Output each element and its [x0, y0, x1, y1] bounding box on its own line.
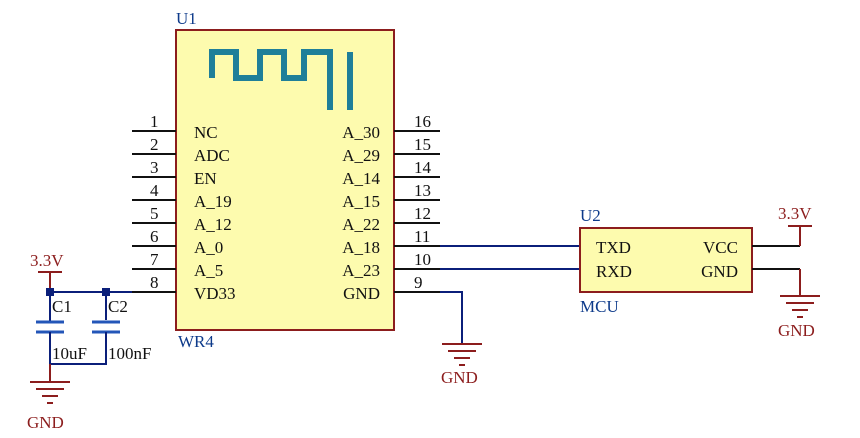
u1-part-label: WR4 — [178, 332, 214, 351]
capacitor-c2[interactable]: C2 100nF — [50, 297, 151, 365]
svg-text:GND: GND — [778, 321, 815, 340]
junction-dot-c2 — [102, 288, 110, 296]
u1-pin-16[interactable]: 16 A_30 — [342, 112, 440, 142]
u1-pin-9[interactable]: 9 GND — [343, 273, 440, 303]
svg-text:C2: C2 — [108, 297, 128, 316]
svg-text:12: 12 — [414, 204, 431, 223]
wire-u1-gnd[interactable] — [440, 291, 463, 344]
svg-text:A_22: A_22 — [342, 215, 380, 234]
svg-text:11: 11 — [414, 227, 430, 246]
u1-pin-4[interactable]: 4 A_19 — [132, 181, 232, 211]
svg-text:100nF: 100nF — [108, 344, 151, 363]
svg-text:C1: C1 — [52, 297, 72, 316]
capacitor-c1[interactable]: C1 10uF — [36, 292, 87, 364]
svg-text:A_0: A_0 — [194, 238, 223, 257]
vcc-symbol-right[interactable]: 3.3V — [778, 204, 812, 246]
u1-pin-11[interactable]: 11 A_18 — [342, 227, 440, 257]
svg-text:A_30: A_30 — [342, 123, 380, 142]
vcc-symbol-left[interactable]: 3.3V — [30, 251, 64, 292]
svg-text:14: 14 — [414, 158, 432, 177]
u1-pin-7[interactable]: 7 A_5 — [132, 250, 223, 280]
u2-body[interactable] — [579, 227, 753, 293]
u1-pin-3[interactable]: 3 EN — [132, 158, 217, 188]
u1-pin-2[interactable]: 2 ADC — [132, 135, 230, 165]
svg-text:2: 2 — [150, 135, 159, 154]
svg-text:A_23: A_23 — [342, 261, 380, 280]
svg-text:4: 4 — [150, 181, 159, 200]
svg-text:A_5: A_5 — [194, 261, 223, 280]
svg-text:8: 8 — [150, 273, 159, 292]
svg-text:6: 6 — [150, 227, 159, 246]
svg-text:5: 5 — [150, 204, 159, 223]
u1-pin-1[interactable]: 1 NC — [132, 112, 218, 142]
u1-pin-12[interactable]: 12 A_22 — [342, 204, 440, 234]
svg-text:7: 7 — [150, 250, 159, 269]
u1-pin-10[interactable]: 10 A_23 — [342, 250, 440, 280]
svg-text:3.3V: 3.3V — [30, 251, 64, 270]
svg-text:A_18: A_18 — [342, 238, 380, 257]
u2-pin-gnd: GND — [701, 262, 738, 281]
svg-text:16: 16 — [414, 112, 431, 131]
u1-pin-14[interactable]: 14 A_14 — [342, 158, 440, 188]
svg-text:VD33: VD33 — [194, 284, 236, 303]
svg-text:1: 1 — [150, 112, 159, 131]
gnd-symbol-left[interactable]: GND — [27, 364, 70, 432]
svg-text:10uF: 10uF — [52, 344, 87, 363]
svg-text:13: 13 — [414, 181, 431, 200]
u1-left-pins: 1 NC 2 ADC 3 EN 4 A_19 5 A_12 6 A_0 — [132, 112, 236, 303]
svg-text:10: 10 — [414, 250, 431, 269]
gnd-symbol-right[interactable]: GND — [778, 269, 820, 340]
svg-text:ADC: ADC — [194, 146, 230, 165]
svg-text:NC: NC — [194, 123, 218, 142]
svg-text:9: 9 — [414, 273, 423, 292]
svg-text:A_15: A_15 — [342, 192, 380, 211]
u2-designator: U2 — [580, 206, 601, 225]
u2-pin-txd: TXD — [596, 238, 631, 257]
u2-pin-vcc: VCC — [703, 238, 738, 257]
u2-pin-rxd: RXD — [596, 262, 632, 281]
u1-right-pins: 16 A_30 15 A_29 14 A_14 13 A_15 12 A_22 … — [342, 112, 440, 303]
svg-text:EN: EN — [194, 169, 217, 188]
svg-text:A_29: A_29 — [342, 146, 380, 165]
u2-part-label: MCU — [580, 297, 619, 316]
u1-pin-13[interactable]: 13 A_15 — [342, 181, 440, 211]
svg-text:A_14: A_14 — [342, 169, 380, 188]
svg-text:A_19: A_19 — [194, 192, 232, 211]
svg-text:A_12: A_12 — [194, 215, 232, 234]
antenna-icon — [209, 49, 353, 110]
wire-vd33-caps[interactable] — [50, 291, 132, 320]
svg-text:GND: GND — [27, 413, 64, 432]
svg-text:3.3V: 3.3V — [778, 204, 812, 223]
svg-text:GND: GND — [441, 368, 478, 387]
u1-pin-6[interactable]: 6 A_0 — [132, 227, 223, 257]
svg-text:15: 15 — [414, 135, 431, 154]
u1-pin-15[interactable]: 15 A_29 — [342, 135, 440, 165]
u1-pin-5[interactable]: 5 A_12 — [132, 204, 232, 234]
u1-pin-8[interactable]: 8 VD33 — [132, 273, 236, 303]
svg-text:GND: GND — [343, 284, 380, 303]
gnd-symbol-u1[interactable]: GND — [441, 343, 482, 387]
svg-text:3: 3 — [150, 158, 159, 177]
u1-designator: U1 — [176, 9, 197, 28]
